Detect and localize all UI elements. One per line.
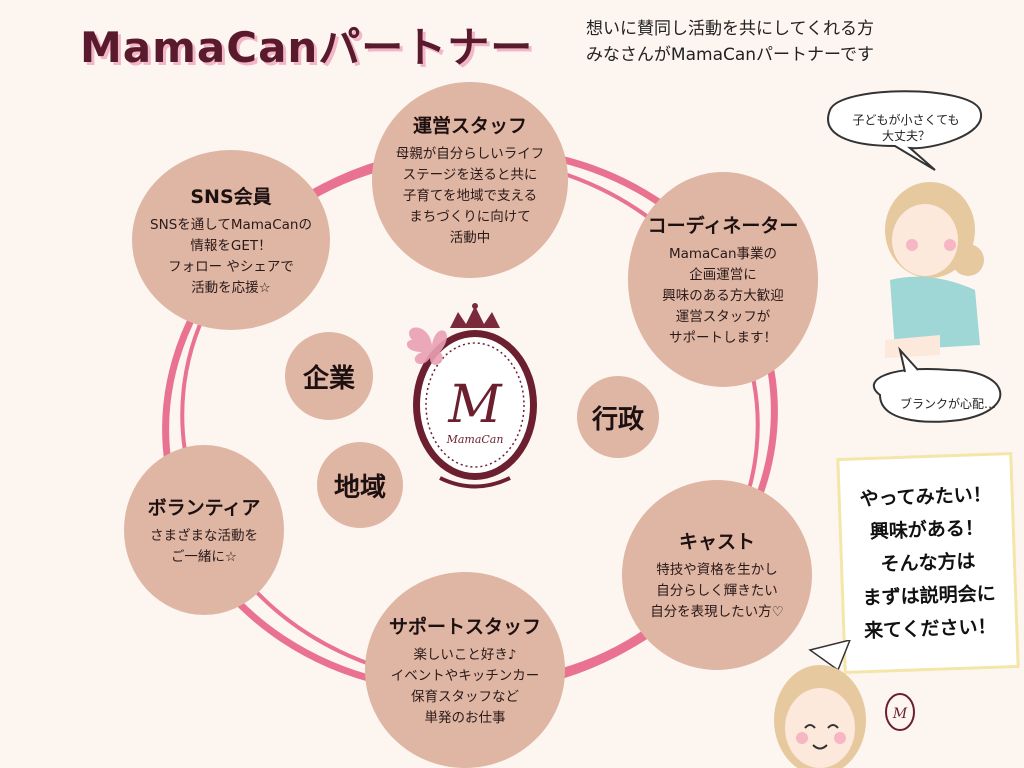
badge-kigyo: 企業 [285,332,373,420]
subtitle-line-1: 想いに賛同し活動を共にしてくれる方 [586,19,874,39]
role-coordinator: コーディネーター MamaCan事業の 企画運営に 興味のある方大歓迎 運営スタ… [628,172,818,387]
subtitle-line-2: みなさんがMamaCanパートナーです [585,45,875,65]
badge-chiiki: 地域 [317,442,403,528]
subtitle: 想いに賛同し活動を共にしてくれる方 みなさんがMamaCanパートナーです [560,16,900,68]
role-title: 運営スタッフ [412,115,527,137]
role-volunteer: ボランティア さまざまな活動を ご一緒に☆ [124,445,284,615]
worried-mom-illustration [827,90,1002,423]
role-sns-member: SNS会員 SNSを通してMamaCanの 情報をGET！ フォロー やシェアで… [132,150,330,330]
role-title: SNS会員 [190,185,272,208]
page-title: MamaCanパートナー [80,23,534,72]
mamacan-logo: M MamaCan [406,303,537,489]
role-cast: キャスト 特技や資格を生かし 自分らしく輝きたい 自分を表現したい方♡ [622,480,812,670]
logo-letter: M [447,375,503,435]
role-desc: 母親が自分らしいライフ ステージを送ると共に 子育てを地域で支える まちづくりに… [395,146,545,246]
role-title: サポートスタッフ [388,615,541,638]
role-desc: 楽しいこと好き♪ イベントやキッチンカー 保育スタッフなど 単発のお仕事 [390,646,540,726]
role-title: ボランティア [147,496,261,519]
note-text: やってみたい！ 興味がある！ そんな方は まずは説明会に 来てください！ [859,483,997,642]
role-title: コーディネーター [647,214,799,237]
role-desc: MamaCan事業の 企画運営に 興味のある方大歓迎 運営スタッフが サポートし… [662,245,784,346]
badge-gyosei: 行政 [577,376,659,458]
speech-blank: ブランクが心配… [899,397,996,411]
small-logo-letter: M [892,706,908,722]
role-support-staff: サポートスタッフ 楽しいこと好き♪ イベントやキッチンカー 保育スタッフなど 単… [365,572,565,768]
role-desc: さまざまな活動を ご一緒に☆ [150,527,258,565]
role-desc: SNSを通してMamaCanの 情報をGET！ フォロー やシェアで 活動を応援… [150,216,312,296]
happy-mom-illustration: M [774,640,915,768]
role-title: キャスト [678,531,755,553]
logo-text: MamaCan [446,433,504,446]
role-desc: 特技や資格を生かし 自分らしく輝きたい 自分を表現したい方♡ [650,562,784,620]
role-unei-staff: 運営スタッフ 母親が自分らしいライフ ステージを送ると共に 子育てを地域で支える… [372,82,568,278]
speech-top: 子どもが小さくても 大丈夫？ [852,113,960,143]
